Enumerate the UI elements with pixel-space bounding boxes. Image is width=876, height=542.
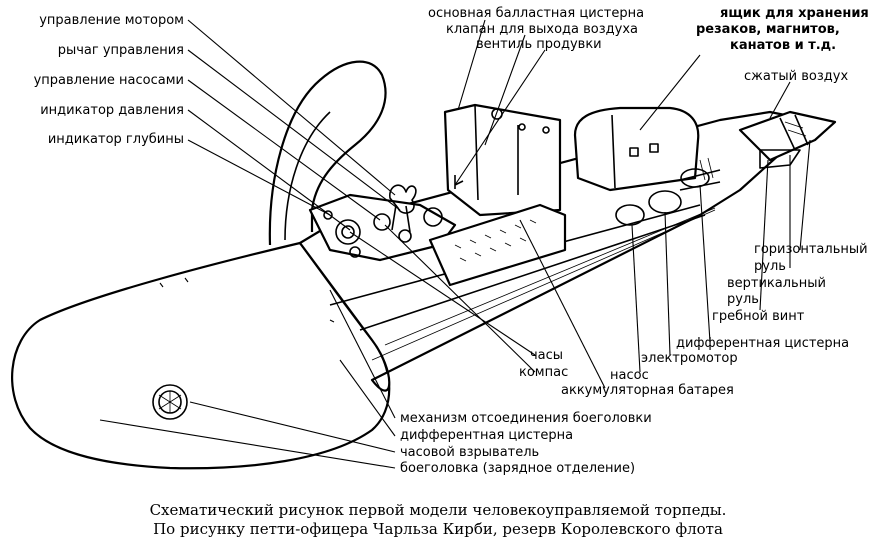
label-clock: часы xyxy=(530,348,563,363)
ballast-tank-block xyxy=(443,103,562,217)
label-warhead-release: механизм отсоединения боеголовки xyxy=(400,411,652,426)
battery-tray xyxy=(428,203,567,287)
label-pump-control: управление насосами xyxy=(34,73,184,88)
label-battery: аккумуляторная батарея xyxy=(561,383,734,398)
label-compass: компас xyxy=(519,365,568,380)
label-air-release-valve: клапан для выхода воздуха xyxy=(446,22,638,37)
label-depth-indicator: индикатор глубины xyxy=(48,132,184,147)
label-pressure-indicator: индикатор давления xyxy=(40,103,184,118)
label-storage-box-1: ящик для хранения xyxy=(720,6,869,21)
label-trim-tank-aft: дифферентная цистерна xyxy=(676,336,849,351)
label-control-lever: рычаг управления xyxy=(58,43,184,58)
label-horizontal-rudder-2: руль xyxy=(754,259,786,274)
label-vertical-rudder-2: руль xyxy=(727,292,759,307)
label-pump: насос xyxy=(610,368,649,383)
label-storage-box-3: канатов и т.д. xyxy=(730,38,836,53)
caption-line-1: Схематический рисунок первой модели чело… xyxy=(150,501,727,519)
label-compressed-air: сжатый воздух xyxy=(744,69,848,84)
label-warhead: боеголовка (зарядное отделение) xyxy=(400,461,635,476)
torpedo-drawing xyxy=(11,60,837,470)
label-trim-tank-fwd: дифферентная цистерна xyxy=(400,428,573,443)
label-main-ballast-tank: основная балластная цистерна xyxy=(428,6,644,21)
leader-lines xyxy=(99,19,811,469)
time-fuse-ring xyxy=(152,384,188,420)
label-propeller: гребной винт xyxy=(712,309,805,324)
labels: управление мотором рычаг управления упра… xyxy=(34,6,869,476)
windscreen xyxy=(268,60,387,246)
label-storage-box-2: резаков, магнитов, xyxy=(696,22,840,37)
caption: Схематический рисунок первой модели чело… xyxy=(150,501,727,538)
storage-box xyxy=(573,106,700,192)
label-horizontal-rudder-1: горизонтальный xyxy=(754,242,868,257)
label-engine-control: управление мотором xyxy=(39,13,184,28)
caption-line-2: По рисунку петти-офицера Чарльза Кирби, … xyxy=(153,520,723,538)
label-time-fuse: часовой взрыватель xyxy=(400,445,539,460)
label-vertical-rudder-1: вертикальный xyxy=(727,276,826,291)
label-blow-valve: вентиль продувки xyxy=(476,37,602,52)
label-electric-motor: электромотор xyxy=(641,351,738,366)
